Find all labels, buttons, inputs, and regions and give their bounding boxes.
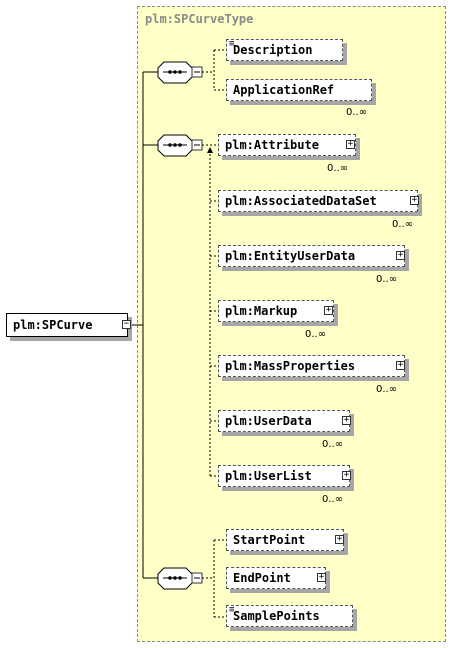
element-startpoint[interactable]: StartPoint: [226, 529, 344, 551]
element-label: ApplicationRef: [233, 83, 335, 97]
expand-icon[interactable]: +: [324, 305, 333, 315]
complex-type-title: plm:SPCurveType: [145, 12, 254, 26]
element-label: plm:UserData: [225, 414, 312, 428]
element-plm-massproperties[interactable]: plm:MassProperties: [218, 355, 405, 377]
expand-icon[interactable]: +: [317, 572, 326, 582]
expand-icon[interactable]: +: [346, 139, 355, 149]
element-label: plm:Attribute: [225, 138, 319, 152]
sequence-compositor-2[interactable]: [157, 134, 203, 157]
expand-icon[interactable]: +: [342, 415, 351, 425]
cardinality-label: 0..∞: [327, 163, 349, 174]
element-plm-attribute[interactable]: plm:Attribute: [218, 134, 356, 156]
element-plm-userdata[interactable]: plm:UserData: [218, 410, 350, 432]
cardinality-label: 0..∞: [376, 274, 398, 285]
expand-icon[interactable]: +: [342, 470, 351, 480]
sequence-compositor-3[interactable]: [157, 567, 203, 590]
expand-icon[interactable]: +: [410, 195, 419, 205]
element-plm-markup[interactable]: plm:Markup: [218, 300, 334, 322]
expand-icon[interactable]: +: [396, 360, 405, 370]
element-label: EndPoint: [233, 571, 291, 585]
element-samplepoints[interactable]: ≡ SamplePoints: [226, 605, 353, 627]
element-plm-entityuserdata[interactable]: plm:EntityUserData: [218, 245, 405, 267]
element-label: SamplePoints: [233, 609, 320, 623]
collapse-icon[interactable]: −: [122, 319, 131, 329]
root-element-label: plm:SPCurve: [13, 318, 93, 332]
cardinality-label: 0..∞: [346, 107, 368, 118]
cardinality-label: 0..∞: [322, 494, 344, 505]
documentation-icon: ≡: [229, 605, 235, 615]
root-element-plm-spcurve[interactable]: plm:SPCurve: [6, 313, 128, 337]
documentation-icon: ≡: [229, 39, 235, 49]
cardinality-label: 0..∞: [376, 384, 398, 395]
element-label: plm:EntityUserData: [225, 249, 356, 263]
element-endpoint[interactable]: EndPoint: [226, 567, 326, 589]
element-label: StartPoint: [233, 533, 306, 547]
element-label: plm:AssociatedDataSet: [225, 194, 377, 208]
cardinality-label: 0..∞: [305, 329, 327, 340]
element-label: plm:Markup: [225, 304, 298, 318]
expand-icon[interactable]: +: [335, 534, 344, 544]
element-description[interactable]: ≡ Description: [226, 39, 343, 61]
element-plm-associateddataset[interactable]: plm:AssociatedDataSet: [218, 190, 418, 212]
expand-icon[interactable]: +: [396, 250, 405, 260]
cardinality-label: 0..∞: [322, 439, 344, 450]
element-label: plm:UserList: [225, 469, 312, 483]
element-plm-userlist[interactable]: plm:UserList: [218, 465, 350, 487]
element-label: plm:MassProperties: [225, 359, 356, 373]
element-applicationref[interactable]: ApplicationRef: [226, 79, 372, 101]
cardinality-label: 0..∞: [392, 219, 414, 230]
element-label: Description: [233, 43, 313, 57]
sequence-compositor-1[interactable]: [157, 61, 203, 84]
